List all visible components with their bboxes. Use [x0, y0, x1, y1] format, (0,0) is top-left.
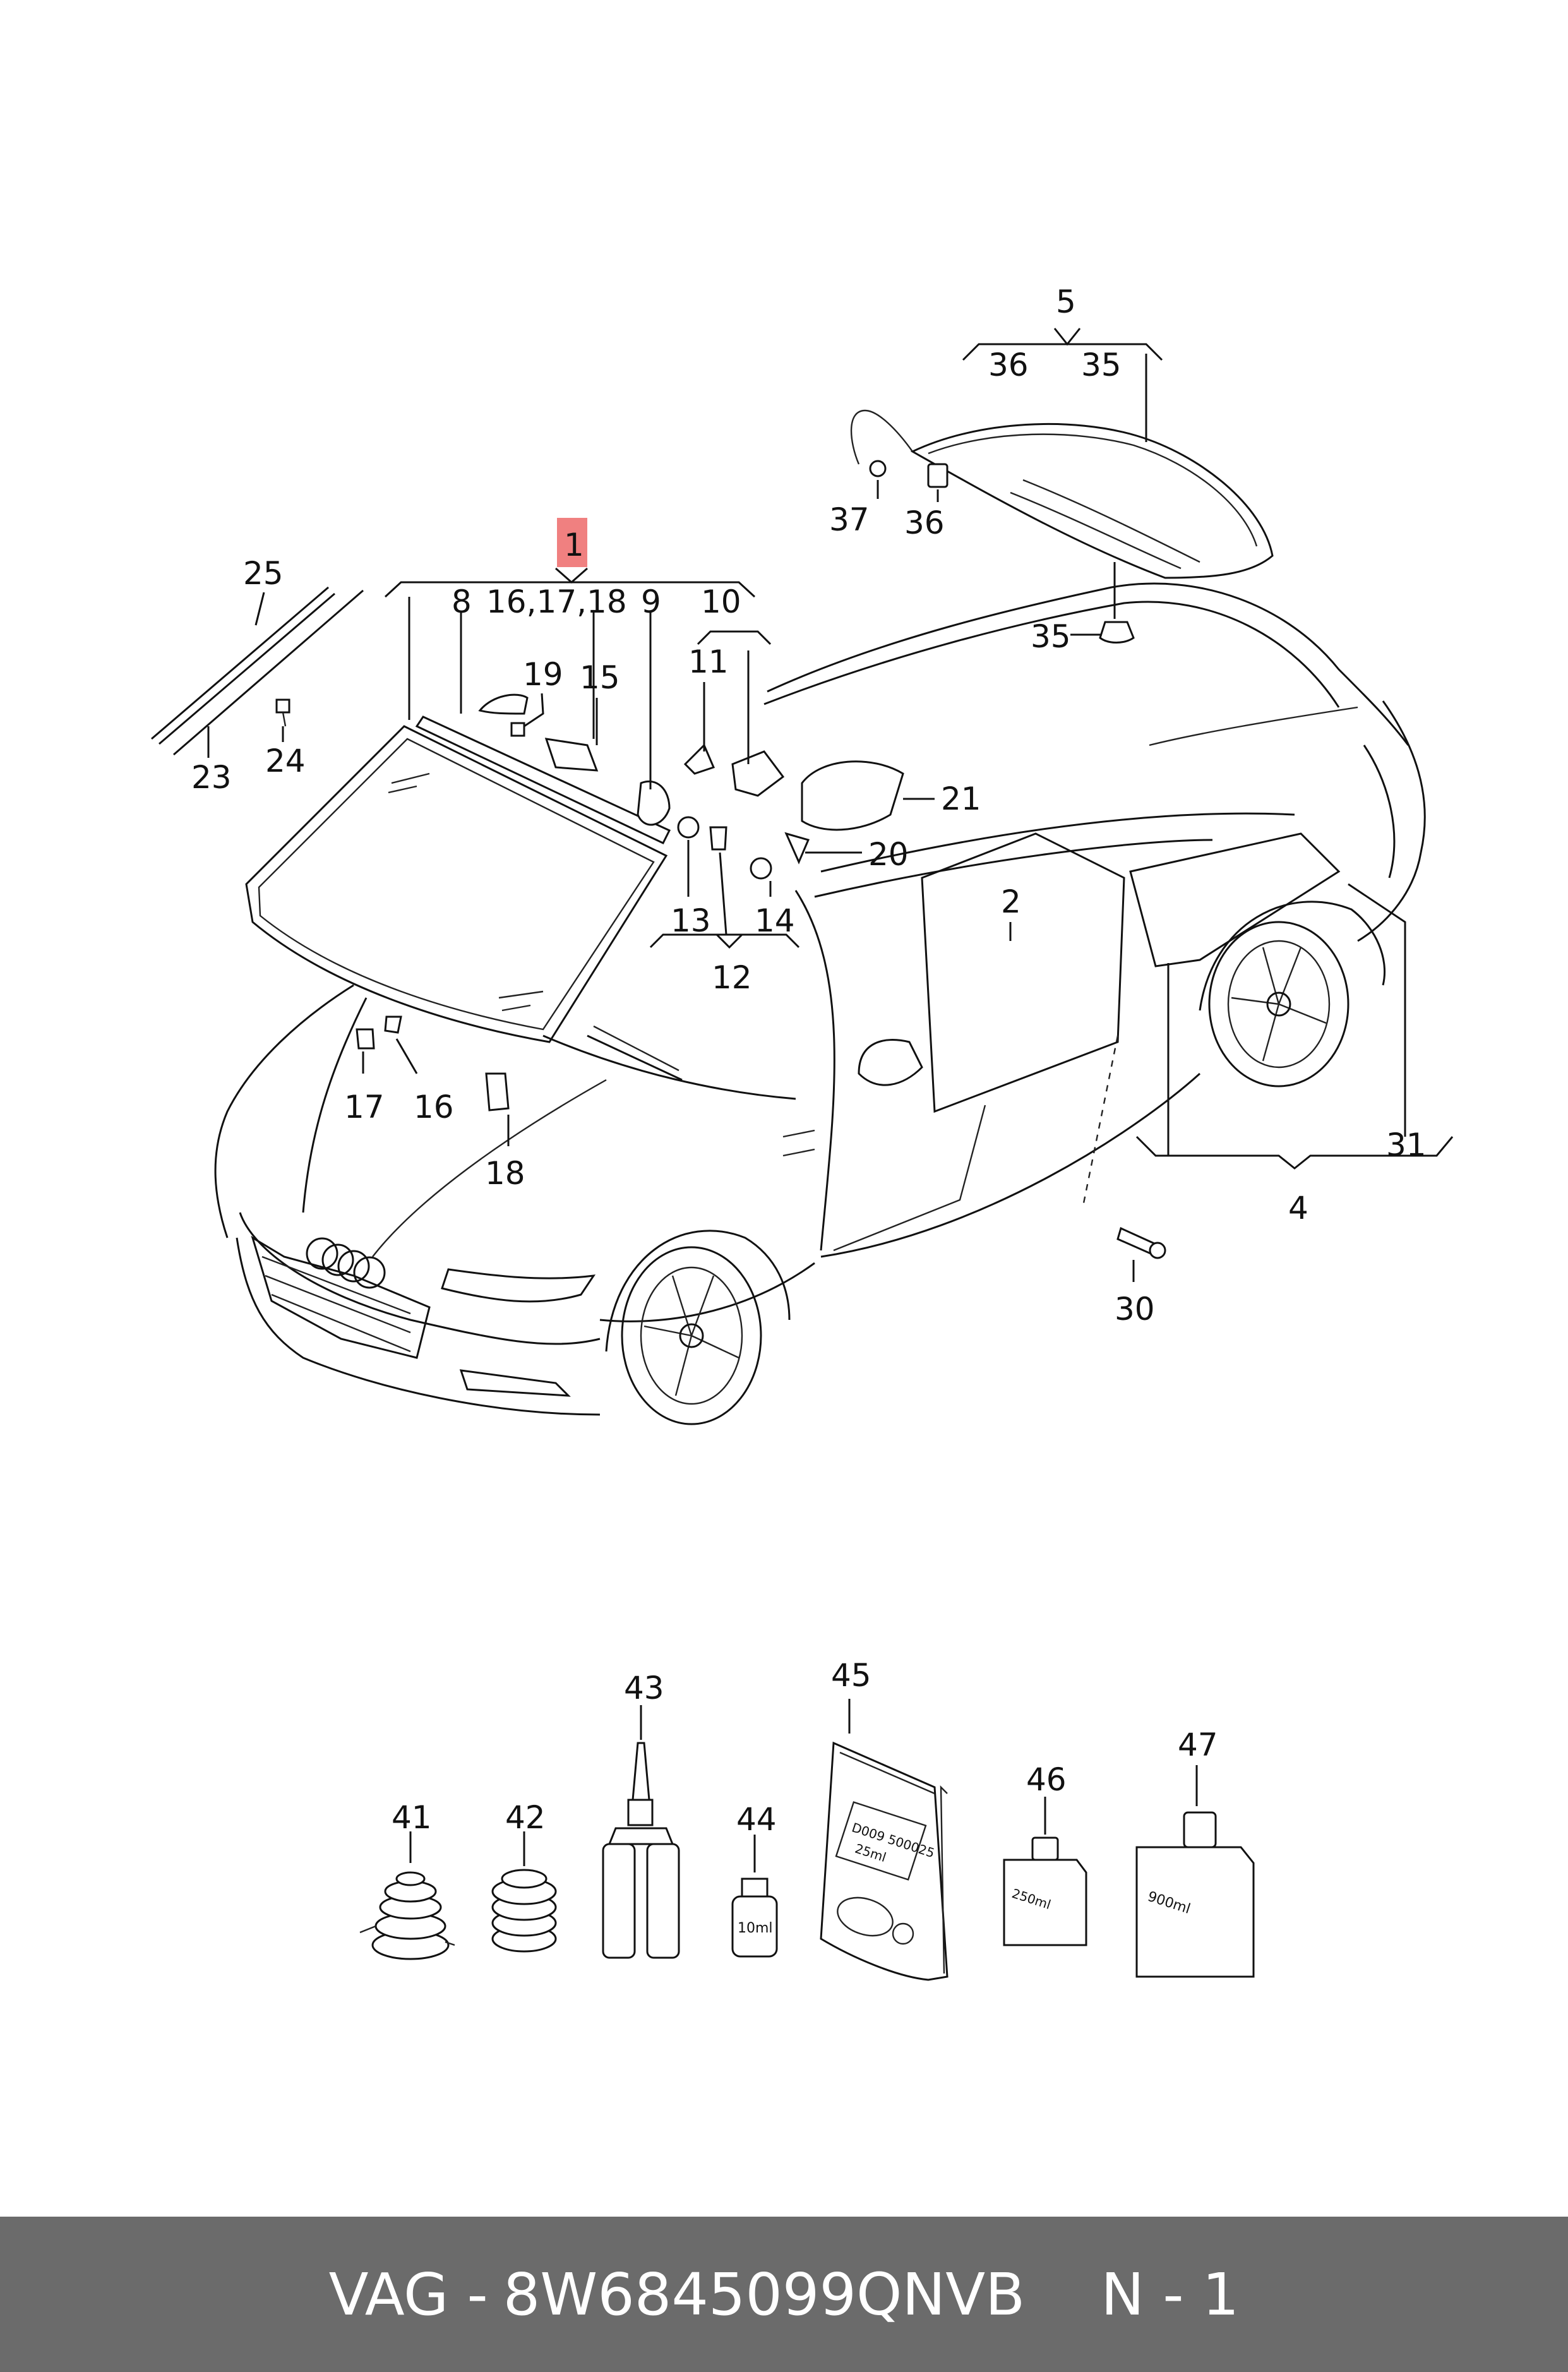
callout-16-17-18: 16,17,18 — [486, 584, 627, 620]
callout-8: 8 — [452, 584, 472, 620]
callout-43: 43 — [624, 1670, 664, 1706]
item-42-coil — [491, 1831, 557, 1953]
item-45-bag: D009 500025 25ml — [820, 1699, 949, 1981]
callout-1: 1 — [564, 527, 584, 563]
footer-quantity: N - 1 — [1101, 2260, 1240, 2328]
callout-24: 24 — [265, 743, 306, 779]
callout-labels: 1 8 16,17,18 9 10 11 19 15 21 20 13 14 1… — [191, 284, 1427, 1327]
footer-part-number: 8W6845099QNVB — [503, 2260, 1026, 2328]
item-47-large-bottle: 900ml — [1135, 1765, 1255, 1978]
callout-41: 41 — [392, 1799, 432, 1836]
callout-36: 36 — [904, 505, 945, 541]
selected-part-highlight — [557, 518, 587, 567]
rear-window — [850, 409, 1274, 644]
parts-diagram: 1 8 16,17,18 9 10 11 19 15 21 20 13 14 1… — [151, 284, 1454, 1981]
callout-47: 47 — [1178, 1727, 1218, 1763]
callout-5: 5 — [1056, 284, 1076, 320]
callout-37: 37 — [829, 501, 870, 538]
item-41-foam-roll — [359, 1831, 455, 1960]
bottle-44-label: 10ml — [738, 1920, 773, 1936]
callout-9: 9 — [641, 584, 661, 620]
callout-2: 2 — [1001, 884, 1021, 920]
callout-13: 13 — [671, 902, 711, 939]
callout-31: 31 — [1386, 1127, 1427, 1163]
callout-18: 18 — [485, 1155, 525, 1192]
callout-44: 44 — [736, 1801, 777, 1838]
callout-23: 23 — [191, 759, 232, 796]
item-46-bottle: 250ml — [1003, 1797, 1087, 1946]
callout-45: 45 — [831, 1657, 871, 1694]
callout-42: 42 — [505, 1799, 546, 1836]
small-parts — [356, 693, 1166, 1259]
callout-21: 21 — [941, 781, 981, 817]
callout-20: 20 — [868, 836, 909, 873]
callout-15: 15 — [580, 659, 620, 696]
callout-11: 11 — [688, 644, 729, 680]
callout-25: 25 — [243, 555, 284, 592]
callout-30: 30 — [1115, 1291, 1155, 1327]
callout-36-top: 36 — [988, 347, 1029, 383]
callout-46: 46 — [1026, 1761, 1067, 1798]
callout-4: 4 — [1288, 1190, 1308, 1226]
callout-17: 17 — [344, 1089, 385, 1125]
car-illustration — [214, 582, 1426, 1425]
consumables: 10ml D009 500025 25ml 250ml 900ml — [359, 1657, 1255, 1981]
callout-14: 14 — [755, 902, 795, 939]
callout-12: 12 — [712, 959, 752, 996]
windshield — [245, 716, 671, 1043]
item-43-twin-cartridge — [602, 1705, 680, 1959]
footer-brand: VAG - — [328, 2260, 488, 2328]
item-44-small-bottle: 10ml — [731, 1835, 778, 1958]
leader-lines — [207, 328, 1454, 1282]
callout-16: 16 — [414, 1089, 454, 1125]
callout-35-top: 35 — [1081, 347, 1122, 383]
callout-10: 10 — [701, 584, 741, 620]
callout-35: 35 — [1031, 618, 1071, 655]
part-number-footer: VAG - 8W6845099QNVB N - 1 — [0, 2217, 1568, 2372]
wiper-strips — [151, 586, 364, 756]
callout-19: 19 — [523, 656, 563, 693]
